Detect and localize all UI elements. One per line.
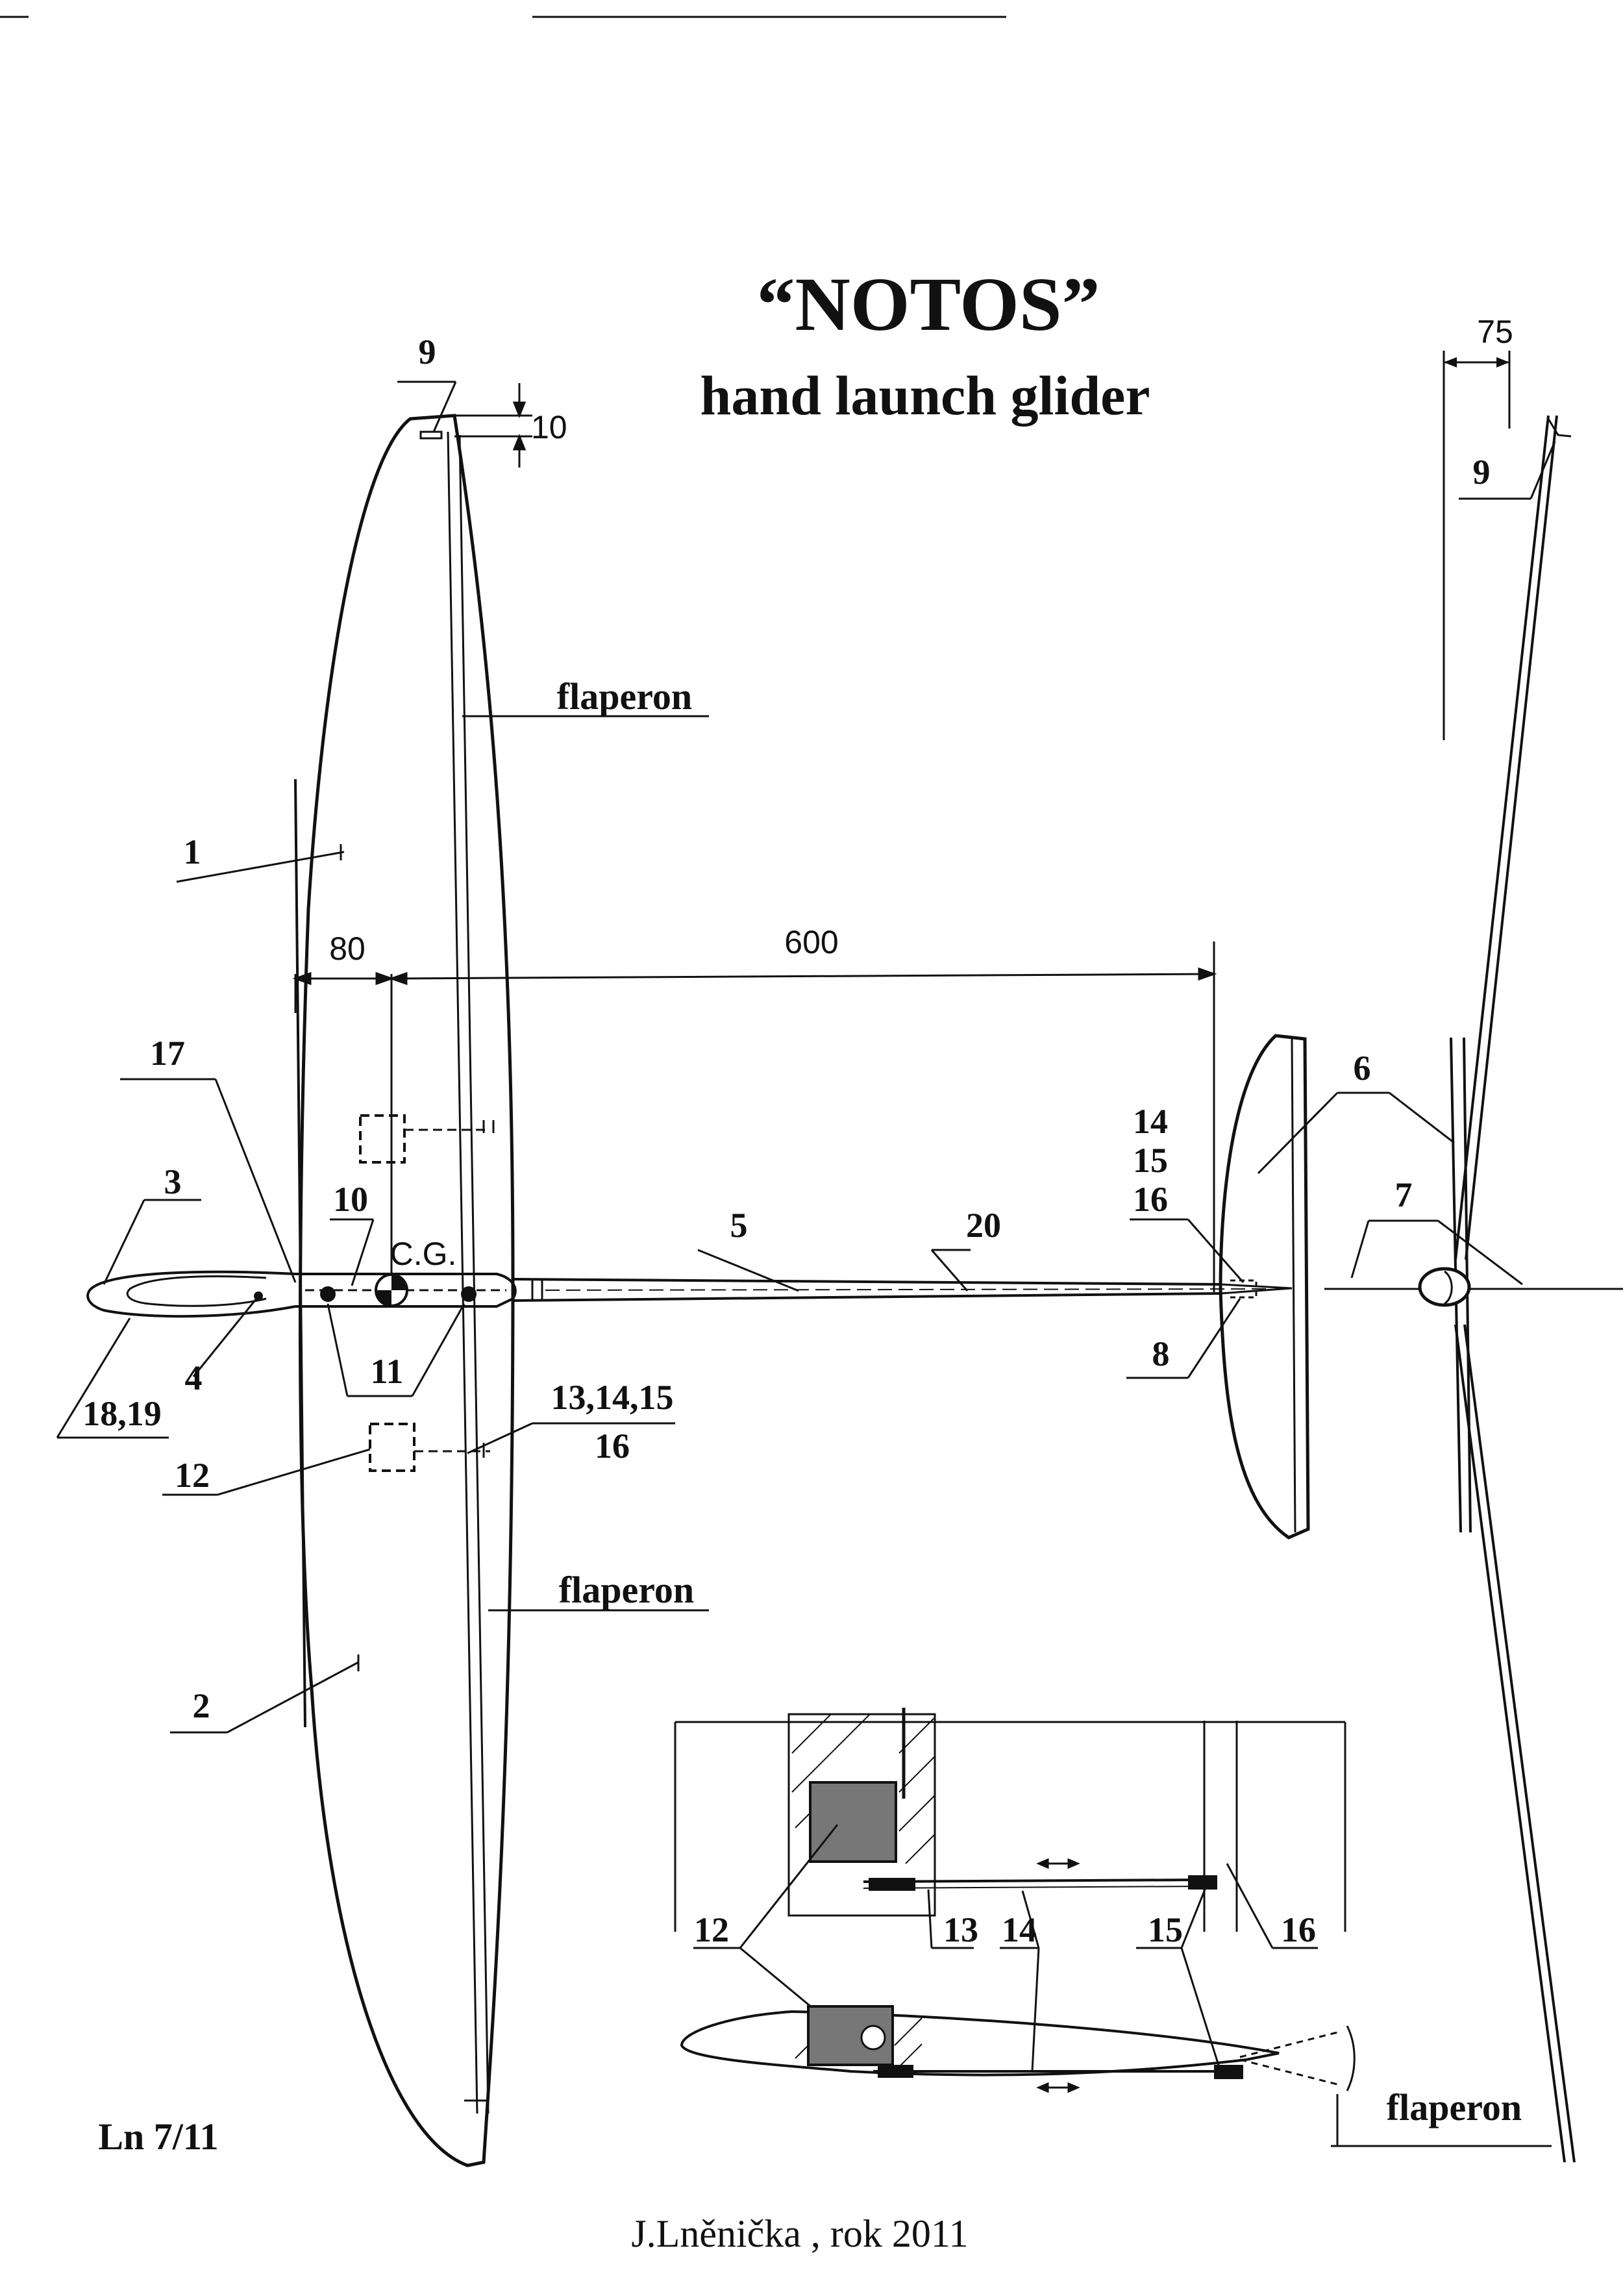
part-6-label: 6: [1354, 1049, 1371, 1088]
part-2-label: 2: [193, 1686, 210, 1725]
part-9-front-leader: [1459, 441, 1556, 500]
part-12-label: 12: [175, 1456, 210, 1495]
part-11-label: 11: [370, 1352, 403, 1391]
rear-bolt-dot: [461, 1286, 477, 1302]
flaperon-top-label: flaperon: [557, 675, 692, 718]
fuselage-dots: [254, 1286, 477, 1302]
cg-label: C.G.: [390, 1236, 457, 1272]
flaperon-bottom-label: flaperon: [559, 1569, 694, 1611]
part-18-19-label: 18,19: [82, 1394, 162, 1433]
fuselage: [86, 1270, 1293, 1318]
detail-part-12-label: 12: [694, 1910, 729, 1949]
drawing-subtitle: hand launch glider: [700, 364, 1150, 427]
front-bolt-dot: [320, 1286, 336, 1302]
part-4-label: 4: [185, 1358, 203, 1397]
part-20-label: 20: [966, 1206, 1001, 1245]
ballast-dot: [254, 1292, 263, 1301]
stabilizer-plan: [1219, 1034, 1310, 1540]
detail-part-13-label: 13: [943, 1910, 978, 1949]
part-3-label: 3: [164, 1162, 182, 1201]
linkage-detail: [674, 1708, 1552, 2147]
dimension-lines-plan: [292, 942, 1217, 1292]
dimension-75-label: 75: [1477, 314, 1513, 350]
servo-linkage-ticks: [482, 1120, 495, 1458]
part-9-plan-label: 9: [419, 332, 436, 371]
detail-part-14-label: 14: [1002, 1910, 1037, 1949]
sheet-code: Ln 7/11: [98, 2115, 218, 2158]
part-1-leader: [176, 844, 345, 883]
part-1-label: 1: [184, 832, 201, 871]
part-7-label: 7: [1395, 1175, 1413, 1214]
fuselage-part-leaders: [56, 1078, 971, 1496]
servo-boxes: [359, 1114, 490, 1472]
part-16-stack-leader: [1130, 1218, 1245, 1283]
part-16-label: 16: [595, 1427, 630, 1466]
flaperon-detail-label: flaperon: [1387, 2086, 1522, 2128]
part-9-front-label: 9: [1473, 453, 1491, 492]
part-10-label: 10: [333, 1180, 368, 1219]
cg-symbol: [375, 1273, 408, 1307]
part-2-leader: [170, 1654, 360, 1734]
part-13-14-15-label: 13,14,15: [551, 1378, 674, 1417]
part-5-label: 5: [730, 1206, 748, 1245]
part-7-leader: [1350, 1219, 1523, 1286]
part-16-stack-label: 16: [1133, 1180, 1168, 1219]
tip-dimension: [454, 383, 532, 468]
part-8-leader: [1126, 1298, 1241, 1379]
dimension-600-label: 600: [784, 924, 838, 960]
part-14-stack-label: 14: [1133, 1102, 1168, 1141]
detail-part-15-label: 15: [1148, 1910, 1183, 1949]
part-6-leader: [1257, 1092, 1455, 1175]
detail-part-16-label: 16: [1281, 1910, 1316, 1949]
author-credit: J.Lněnička , rok 2011: [631, 2212, 968, 2255]
part-9-plan-leader: [397, 381, 457, 432]
part-15-stack-label: 15: [1133, 1141, 1168, 1180]
front-view: [1324, 351, 1623, 2163]
section-hatching: [791, 1714, 935, 2072]
drawing-title: “NOTOS”: [757, 262, 1100, 347]
part-8-label: 8: [1152, 1334, 1170, 1373]
part-17-label: 17: [150, 1034, 185, 1073]
tip-dimension-label: 10: [531, 409, 567, 445]
dimension-80-label: 80: [329, 930, 365, 967]
